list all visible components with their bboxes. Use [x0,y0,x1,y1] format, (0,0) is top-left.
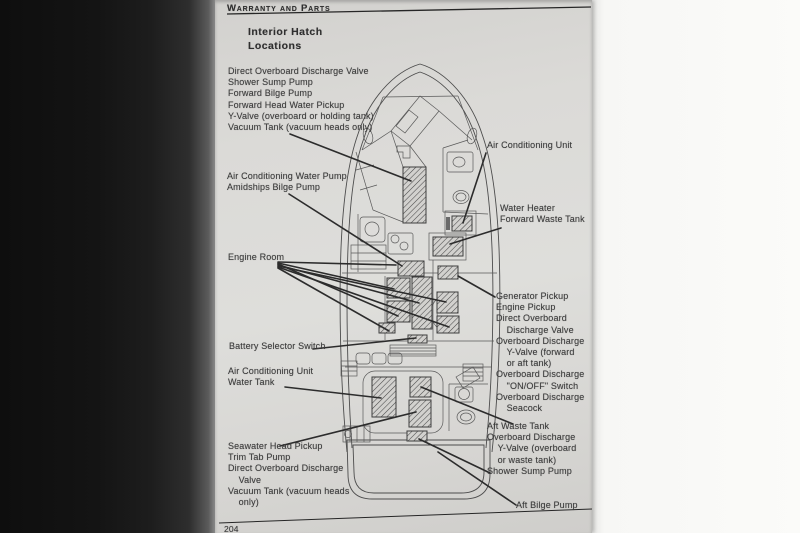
callout-generator-group: Generator Pickup Engine Pickup Direct Ov… [496,291,585,414]
callout-ac-water-pump: Air Conditioning Water Pump Amidships Bi… [227,171,347,193]
callout-aft-bilge: Aft Bilge Pump [516,500,578,510]
page-title: Interior Hatch Locations [248,26,323,52]
hatch-air-conditioning-unit [451,215,473,232]
leader-generator-group [457,275,496,298]
forward-head-toilet [452,190,470,204]
leader-engine-room-5 [277,265,447,303]
hatch-water-heater-waste-tank [432,236,464,257]
page-header: Warranty and Parts [227,3,331,14]
galley-stove [387,232,414,255]
leader-aft-waste-group [420,386,514,425]
callout-water-heater: Water Heater Forward Waste Tank [500,203,585,225]
hatch-engine-room-6 [378,322,396,334]
porthole-right [466,127,478,145]
forward-head-sink [446,151,474,173]
swim-platform [346,439,491,500]
photo-dark-left-band [0,0,215,533]
aft-head-walls [448,383,488,431]
leader-engine-room-7 [277,267,390,332]
aft-head-toilet [456,409,476,425]
leader-aft-bilge [437,451,517,506]
callout-ac-unit-water-tank: Air Conditioning Unit Water Tank [228,366,314,388]
leader-forward-group [289,133,412,182]
footer-rule [218,508,593,524]
leader-ac-unit-right [462,152,487,224]
callout-aft-waste-group: Aft Waste Tank Overboard Discharge Y-Val… [487,421,577,476]
leader-engine-room-1 [277,261,397,266]
galley-basin [359,216,386,243]
aft-berth [362,370,444,434]
page-number: 204 [224,524,239,533]
leader-engine-room-6 [277,266,450,328]
leader-seawater-group [279,411,417,447]
callout-forward-group: Direct Overboard Discharge Valve Shower … [228,66,374,133]
hatch-engine-room-4 [436,291,459,314]
leader-water-tank [284,386,382,399]
hatch-engine-room-3 [411,276,433,330]
leader-engine-room-2 [277,262,395,290]
leader-battery-selector [312,337,417,350]
hatch-engine-room-5 [436,315,460,334]
leader-water-heater [449,227,502,245]
photo-background-right [592,0,800,533]
callout-seawater-group: Seawater Head Pickup Trim Tab Pump Direc… [228,441,350,508]
forward-head-walls [442,139,489,215]
hatch-forward-systems [402,166,427,224]
hatch-shower-sump [406,430,428,442]
leader-shower-sump [418,438,491,474]
leader-engine-room-3 [277,263,399,317]
callout-engine-room: Engine Room [228,252,285,262]
hatch-locations [371,166,473,442]
hatch-generator-pickup [437,265,459,280]
aft-head-sink [458,388,470,400]
leader-lines [277,133,517,506]
porthole-left [362,127,374,145]
callout-battery-selector: Battery Selector Switch [229,341,326,351]
header-rule [226,6,592,15]
hatch-ac-water-pump [397,260,425,277]
callout-ac-unit-right: Air Conditioning Unit [487,140,573,150]
leader-ac-water-pump [288,193,403,267]
